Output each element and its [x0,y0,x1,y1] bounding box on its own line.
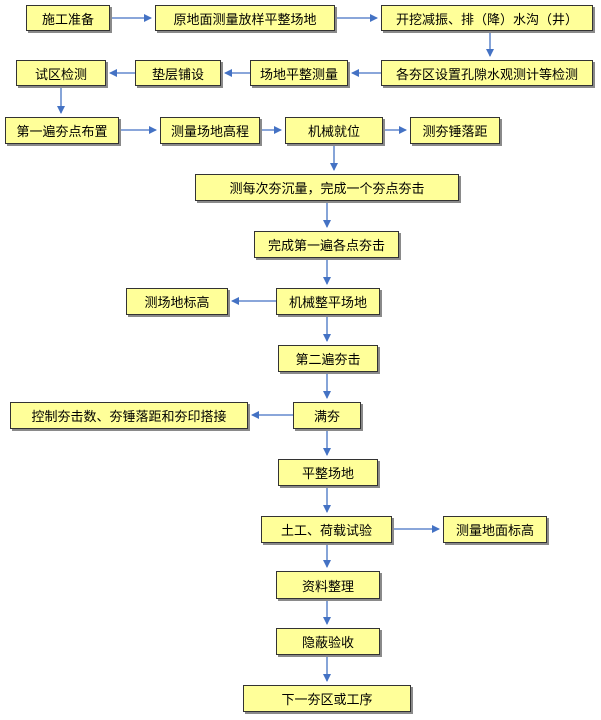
step-measure-site-level: 测场地标高 [126,288,228,315]
step-concealed-acceptance: 隐蔽验收 [276,628,380,655]
step-second-pass-tamping: 第二遍夯击 [278,345,378,372]
step-machine-leveling: 机械整平场地 [276,288,380,315]
step-site-leveling-survey: 场地平整测量 [250,60,348,86]
step-trial-zone-inspection: 试区检测 [16,60,106,86]
step-measure-site-elevation: 测量场地高程 [160,117,260,144]
step-machine-positioning: 机械就位 [285,117,383,144]
step-install-pore-water-gauges: 各夯区设置孔隙水观测计等检测 [381,60,593,86]
step-geotechnical-load-test: 土工、荷载试验 [261,516,392,543]
step-finish-first-pass: 完成第一遍各点夯击 [254,231,399,258]
step-full-tamping: 满夯 [293,402,361,429]
step-construction-preparation: 施工准备 [26,5,110,31]
step-cushion-laying: 垫层铺设 [135,60,221,86]
step-data-compilation: 资料整理 [276,571,380,599]
step-next-zone-or-process: 下一夯区或工序 [243,685,411,712]
step-measure-hammer-drop: 测夯锤落距 [410,117,500,144]
step-measure-settlement: 测每次夯沉量，完成一个夯点夯击 [195,174,459,201]
step-measure-ground-level: 测量地面标高 [443,516,547,543]
step-excavate-drainage-ditch: 开挖减振、排（降）水沟（井） [381,5,593,31]
step-level-site: 平整场地 [278,459,378,486]
step-control-tamping-parameters: 控制夯击数、夯锤落距和夯印搭接 [10,402,248,429]
step-original-ground-survey: 原地面测量放样平整场地 [155,5,335,31]
step-first-pass-layout: 第一遍夯点布置 [5,117,119,144]
